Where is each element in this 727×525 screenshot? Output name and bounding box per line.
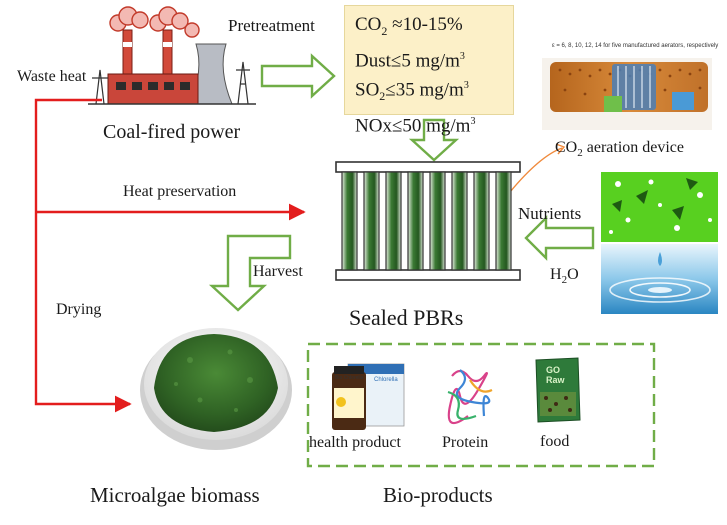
power-plant-icon [88, 6, 256, 105]
bio-products-box [306, 342, 656, 468]
drying-label: Drying [56, 301, 102, 318]
aerator-caption: ε = 6, 8, 10, 12, 14 for five manufactur… [552, 43, 719, 49]
health-product-label: health product [309, 434, 401, 451]
arrow-harvest [208, 234, 292, 312]
protein-label: Protein [442, 434, 489, 451]
water-image [601, 244, 718, 314]
spec-dust: Dust≤5 mg/m3 [355, 50, 465, 72]
harvest-label: Harvest [253, 263, 303, 280]
pbr-reactor-icon [335, 161, 521, 281]
sealed-pbrs-label: Sealed PBRs [349, 305, 464, 330]
food-label: food [540, 433, 570, 450]
protein-image [447, 369, 493, 425]
flue-gas-spec-box: CO2 ≈10-15% Dust≤5 mg/m3 SO2≤35 mg/m3 NO… [344, 5, 514, 137]
bio-products-label: Bio-products [383, 483, 493, 507]
box-brand-text: Chlorella [374, 377, 398, 383]
health-product-image [332, 363, 405, 430]
green-arrows [208, 53, 595, 312]
water-label: H2O [550, 266, 579, 287]
algae-biomass-image [140, 328, 292, 450]
food-image [535, 357, 581, 423]
pouch-text-1: GO [546, 365, 561, 375]
waste-heat-label: Waste heat [17, 68, 87, 85]
aeration-device-image [542, 58, 712, 130]
co2-aeration-device-label: CO2 aeration device [555, 139, 685, 160]
pretreatment-label: Pretreatment [228, 16, 315, 35]
nutrients-image [601, 172, 718, 242]
microalgae-biomass-label: Microalgae biomass [90, 483, 260, 507]
red-heat-lines [34, 98, 306, 413]
spec-co2: CO2 ≈10-15% [355, 14, 463, 38]
arrow-pretreatment [260, 53, 336, 99]
heat-preservation-label: Heat preservation [123, 183, 237, 200]
spec-so2: SO2≤35 mg/m3 [355, 79, 469, 104]
arrow-spec-to-pbr [408, 118, 460, 162]
spec-nox: NOx≤50 mg/m3 [355, 115, 476, 137]
coal-fired-power-label: Coal-fired power [103, 121, 241, 143]
orange-connector [509, 147, 563, 193]
pouch-text-2: Raw [546, 375, 565, 385]
arrow-nutrients [524, 215, 595, 261]
bottle-brand-text: Bio Chlorella [335, 375, 364, 381]
nutrients-label: Nutrients [518, 204, 582, 223]
